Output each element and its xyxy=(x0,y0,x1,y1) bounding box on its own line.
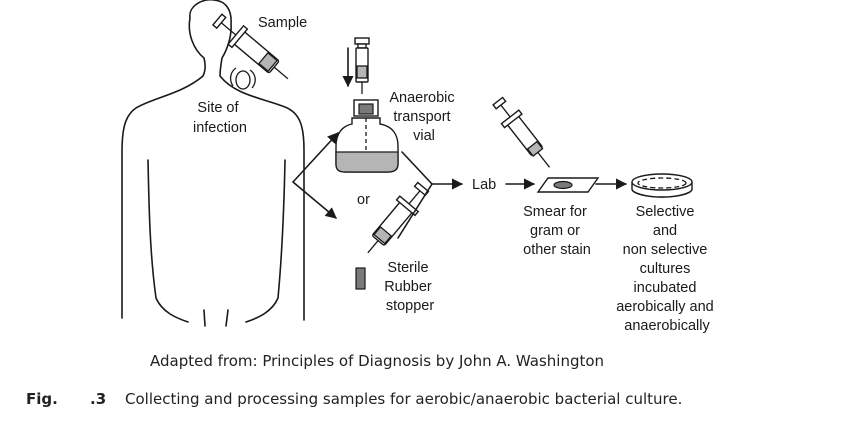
branch-arrows xyxy=(292,132,339,219)
petri-dish xyxy=(631,173,693,198)
caption-text: Collecting and processing samples for ae… xyxy=(125,390,682,408)
infection-site xyxy=(229,67,256,90)
lab-label: Lab xyxy=(472,177,496,193)
figure-prefix: Fig. xyxy=(26,390,58,408)
site-label: Site of infection xyxy=(193,100,247,136)
source-credit: Adapted from: Principles of Diagnosis by… xyxy=(150,352,604,370)
sample-syringe xyxy=(211,13,289,80)
smear-slide xyxy=(492,96,600,193)
cultures-label: Selective and non selective cultures inc… xyxy=(616,204,718,334)
figure-caption: Fig. .3 Collecting and processing sample… xyxy=(26,390,682,408)
anaerobic-vial xyxy=(335,37,399,173)
stopper-label: Sterile Rubber stopper xyxy=(384,260,436,314)
stopper-syringe xyxy=(355,181,430,290)
figure-number: .3 xyxy=(90,390,106,408)
merge-arrows xyxy=(397,151,628,239)
or-label: or xyxy=(357,192,370,208)
smear-label: Smear for gram or other stain xyxy=(523,204,591,258)
vial-label: Anaerobic transport vial xyxy=(389,90,458,144)
sample-label: Sample xyxy=(258,15,307,31)
human-figure xyxy=(121,0,305,327)
